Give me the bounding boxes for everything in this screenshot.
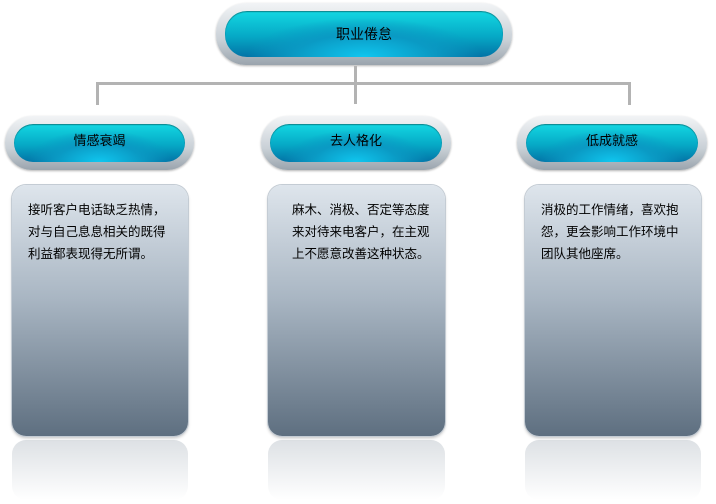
connector-branch-3: [628, 82, 631, 105]
card-reflection-2: [268, 440, 445, 500]
card-reflection-3: [525, 440, 701, 500]
branch-card-3: 消极的工作情绪，喜欢抱怨，更会影响工作环境中团队其他座席。: [525, 185, 701, 436]
branch-node-3: 低成就感: [517, 116, 707, 170]
branch-node-2: 去人格化: [261, 116, 451, 170]
root-node: 职业倦怠: [216, 3, 512, 65]
branch-card-1: 接听客户电话缺乏热情，对与自己息息相关的既得利益都表现得无所谓。: [12, 185, 188, 436]
connector-root: [354, 66, 357, 104]
connector-branch-1: [96, 82, 99, 105]
branch-label-1: 情感衰竭: [14, 124, 185, 162]
branch-label-2: 去人格化: [270, 124, 442, 162]
card-reflection-1: [12, 440, 188, 500]
branch-label-3: 低成就感: [526, 124, 698, 162]
root-label: 职业倦怠: [225, 11, 503, 57]
branch-node-1: 情感衰竭: [5, 116, 194, 170]
connector-horizontal: [96, 82, 631, 85]
branch-card-2: 麻木、消极、否定等态度来对待来电客户，在主观上不愿意改善这种状态。: [268, 185, 445, 436]
